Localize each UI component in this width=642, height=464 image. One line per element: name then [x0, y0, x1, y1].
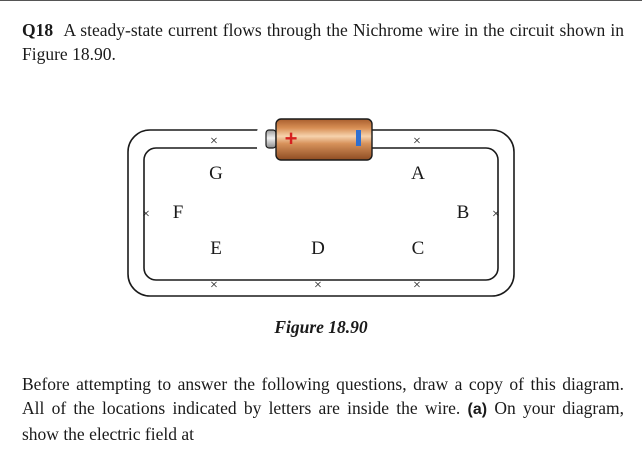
cross-marker-bottom-left: ×: [210, 278, 218, 293]
battery-plus-sign: +: [285, 126, 298, 151]
battery: +: [257, 118, 373, 161]
battery-terminal-cap: [265, 129, 277, 149]
circuit-figure: + × × × × × × × G A F B E D C: [0, 118, 642, 308]
location-label-d: D: [311, 238, 325, 259]
top-rule: [0, 0, 642, 1]
body-paragraph: Before attempting to answer the followin…: [22, 372, 624, 446]
body-text-after: On your diagram, show the electric field…: [22, 398, 624, 444]
cross-marker-right: ×: [492, 207, 500, 222]
cross-marker-top-right: ×: [413, 134, 421, 149]
question-number: Q18: [22, 20, 54, 40]
cross-marker-bottom-right: ×: [413, 278, 421, 293]
location-label-b: B: [457, 202, 470, 223]
figure-caption: Figure 18.90: [274, 317, 368, 337]
location-label-e: E: [210, 238, 222, 259]
body-text-before: Before attempting to answer the followin…: [22, 374, 624, 418]
location-label-a: A: [411, 163, 425, 184]
wire-inner-outline: [143, 147, 499, 281]
battery-minus-mark: [356, 130, 361, 146]
wire-outer-outline: [127, 129, 515, 297]
location-label-g: G: [209, 163, 223, 184]
circuit-diagram: + × × × × × × × G A F B E D C: [127, 118, 515, 297]
battery-body: [275, 118, 373, 161]
location-label-c: C: [412, 238, 425, 259]
part-label: (a): [467, 401, 488, 418]
question-paragraph: Q18 A steady-state current flows through…: [22, 18, 624, 66]
cross-marker-left: ×: [142, 207, 150, 222]
cross-marker-bottom-middle: ×: [314, 278, 322, 293]
cross-marker-top-left: ×: [210, 134, 218, 149]
location-label-f: F: [173, 202, 184, 223]
question-text: A steady-state current flows through the…: [22, 20, 624, 64]
